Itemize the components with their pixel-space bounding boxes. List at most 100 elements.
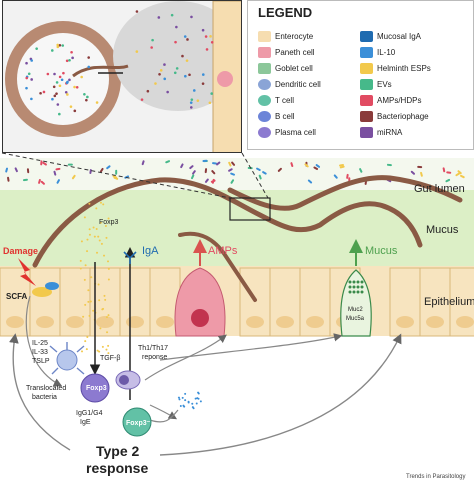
- mucin-granule: [360, 285, 364, 289]
- esp-particle: [83, 216, 86, 219]
- inset-microbe: [68, 78, 71, 82]
- goblet-cell: [340, 269, 372, 337]
- bacterium: [211, 170, 216, 175]
- nucleus: [126, 316, 144, 328]
- inset-microbe: [166, 90, 169, 94]
- dendritic-cell-icon: [49, 342, 85, 375]
- inset-microbe: [46, 72, 50, 76]
- bacterium: [40, 180, 45, 185]
- esp-particle: [96, 349, 99, 352]
- inset-microbe: [52, 85, 56, 89]
- esp-particle: [88, 314, 91, 317]
- inset-microbe: [185, 59, 189, 62]
- inset-microbe: [150, 46, 153, 49]
- damage-bolt-icon: [18, 258, 36, 286]
- legend-item-label: Plasma cell: [275, 128, 316, 137]
- foxp3-t-cell: [80, 373, 110, 403]
- il10-particle: [178, 398, 181, 401]
- il10-particle: [199, 400, 202, 403]
- bacterium: [202, 159, 208, 163]
- helminth-worm: [32, 177, 423, 268]
- iga-icon: [123, 251, 137, 264]
- esp-particle: [100, 242, 103, 245]
- bacterium: [256, 167, 261, 171]
- lumen-bacteria: [5, 159, 465, 185]
- inset-microbe: [154, 82, 157, 85]
- esp-particle: [98, 299, 101, 302]
- legend-item: Helminth ESPs: [360, 63, 431, 74]
- il10-particle: [184, 392, 187, 395]
- legend-item: Dendritic cell: [258, 79, 321, 90]
- esp-particle: [107, 260, 110, 263]
- bacterium: [359, 168, 363, 173]
- esp-particle: [98, 239, 101, 242]
- bacterium: [26, 168, 30, 174]
- plasma-cell-icon: [115, 370, 141, 390]
- esp-particle: [79, 267, 82, 270]
- mucin-granule: [360, 290, 364, 294]
- bacterium: [38, 179, 41, 184]
- tgf-beta-label: TGF-β: [100, 355, 121, 362]
- epithelium-label: Epithelium: [424, 296, 474, 308]
- inset-microbe: [25, 76, 29, 80]
- inset-microbe: [196, 99, 200, 102]
- il10-particle: [191, 406, 194, 409]
- inset-microbe: [205, 48, 209, 51]
- muc2-label: Muc2: [348, 307, 363, 313]
- legend-item: Paneth cell: [258, 47, 315, 58]
- bacterium: [115, 169, 118, 175]
- esp-particle: [79, 259, 82, 262]
- inset-microbe: [175, 25, 178, 29]
- esp-particle: [84, 303, 87, 306]
- inset-microbe: [146, 89, 150, 93]
- legend-item-label: EVs: [377, 80, 392, 89]
- goblet-cell-icon: [258, 63, 271, 74]
- inset-microbe: [73, 109, 77, 113]
- legend-item: AMPs/HDPs: [360, 95, 421, 106]
- legend-item: Plasma cell: [258, 127, 316, 138]
- esp-particle: [89, 300, 92, 303]
- nucleus: [36, 316, 54, 328]
- bacterium: [315, 164, 321, 168]
- iga-label: IgA: [142, 245, 159, 257]
- inset-microbe: [56, 103, 60, 106]
- inset-microbe: [188, 73, 191, 77]
- scfa-bacteria: [45, 282, 59, 290]
- inset-microbe: [68, 58, 71, 62]
- inset-microbe: [27, 72, 31, 76]
- esp-particle: [107, 344, 110, 347]
- inset-microbe: [35, 47, 38, 50]
- il10-particle: [195, 402, 198, 405]
- inset-microbe: [56, 45, 60, 49]
- esp-particle: [103, 254, 106, 257]
- bacterium: [180, 163, 184, 169]
- mucin-granule: [348, 280, 352, 284]
- bacterium: [67, 163, 73, 166]
- legend-title: LEGEND: [258, 5, 313, 20]
- inset-microbe: [87, 65, 91, 69]
- bacterium: [417, 165, 423, 169]
- inset-microbe: [58, 75, 62, 79]
- esp-particle: [84, 340, 87, 343]
- inset-microbe: [51, 97, 54, 101]
- bacterium: [106, 165, 111, 170]
- esp-particle: [107, 352, 110, 355]
- helminth-worm-2: [227, 175, 463, 211]
- mucin-granule: [356, 280, 360, 284]
- mucin-granule: [356, 285, 360, 289]
- translocation-arrow: [25, 295, 63, 387]
- evs-icon: [360, 79, 373, 90]
- bacterium: [228, 161, 232, 167]
- bacterium: [258, 174, 262, 180]
- legend-item: Enterocyte: [258, 31, 313, 42]
- nucleus: [426, 316, 444, 328]
- bacterium: [204, 178, 209, 183]
- inset-cross-section: [2, 0, 242, 153]
- inset-microbe: [186, 38, 189, 41]
- esp-particle: [86, 250, 89, 253]
- il10-icon: [360, 47, 373, 58]
- paneth-cell: [174, 267, 226, 337]
- esp-particle: [106, 331, 109, 334]
- enterocyte-row: [0, 267, 474, 337]
